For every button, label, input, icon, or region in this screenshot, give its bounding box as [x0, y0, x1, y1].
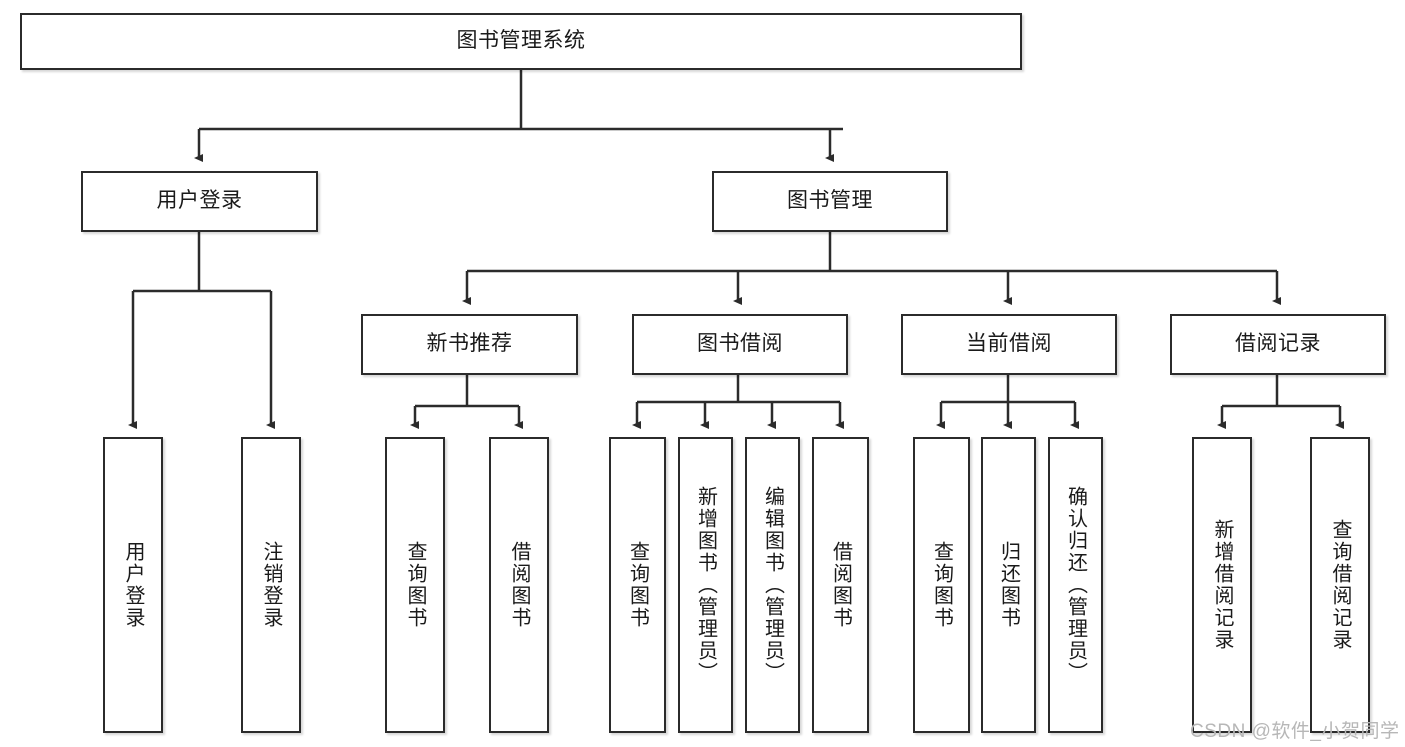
leaf-new-book-2-label: 借阅图书 — [508, 541, 530, 629]
node-book-borrow[interactable]: 图书借阅 — [632, 314, 848, 375]
leaf-book-borrow-3[interactable]: 编辑图书（管理员） — [745, 437, 800, 733]
leaf-user-login-1-label: 用户登录 — [122, 541, 144, 629]
node-book-management[interactable]: 图书管理 — [712, 171, 948, 232]
node-borrow-record-label: 借阅记录 — [1235, 332, 1321, 356]
node-new-book-recommend-label: 新书推荐 — [426, 332, 513, 356]
leaf-current-borrow-1[interactable]: 查询图书 — [913, 437, 970, 733]
leaf-book-borrow-1[interactable]: 查询图书 — [609, 437, 666, 733]
leaf-current-borrow-1-label: 查询图书 — [930, 541, 953, 629]
leaf-current-borrow-2[interactable]: 归还图书 — [981, 437, 1036, 733]
leaf-book-borrow-4[interactable]: 借阅图书 — [812, 437, 869, 733]
node-borrow-record[interactable]: 借阅记录 — [1170, 314, 1386, 375]
leaf-borrow-record-2-label: 查询借阅记录 — [1329, 519, 1351, 651]
node-current-borrow[interactable]: 当前借阅 — [901, 314, 1117, 375]
node-book-management-label: 图书管理 — [787, 189, 873, 213]
node-current-borrow-label: 当前借阅 — [966, 332, 1052, 356]
leaf-user-login-2-label: 注销登录 — [260, 541, 282, 629]
leaf-user-login-2[interactable]: 注销登录 — [241, 437, 301, 733]
leaf-current-borrow-3[interactable]: 确认归还（管理员） — [1048, 437, 1103, 733]
node-user-login[interactable]: 用户登录 — [81, 171, 318, 232]
leaf-book-borrow-3-label: 编辑图书（管理员） — [761, 486, 784, 684]
node-root[interactable]: 图书管理系统 — [20, 13, 1022, 70]
leaf-borrow-record-1[interactable]: 新增借阅记录 — [1192, 437, 1252, 733]
node-book-borrow-label: 图书借阅 — [697, 332, 783, 356]
leaf-book-borrow-4-label: 借阅图书 — [829, 541, 852, 629]
leaf-borrow-record-2[interactable]: 查询借阅记录 — [1310, 437, 1370, 733]
leaf-current-borrow-3-label: 确认归还（管理员） — [1064, 486, 1087, 684]
watermark-text: CSDN @软件_小贺同学 — [1190, 721, 1400, 742]
leaf-book-borrow-2-label: 新增图书（管理员） — [694, 486, 717, 684]
leaf-user-login-1[interactable]: 用户登录 — [103, 437, 163, 733]
leaf-book-borrow-2[interactable]: 新增图书（管理员） — [678, 437, 733, 733]
leaf-borrow-record-1-label: 新增借阅记录 — [1211, 519, 1233, 651]
leaf-current-borrow-2-label: 归还图书 — [997, 541, 1020, 629]
leaf-new-book-1[interactable]: 查询图书 — [385, 437, 445, 733]
leaf-new-book-1-label: 查询图书 — [404, 541, 426, 629]
node-user-login-label: 用户登录 — [156, 189, 243, 213]
leaf-new-book-2[interactable]: 借阅图书 — [489, 437, 549, 733]
leaf-book-borrow-1-label: 查询图书 — [626, 541, 649, 629]
node-new-book-recommend[interactable]: 新书推荐 — [361, 314, 578, 375]
node-root-label: 图书管理系统 — [456, 29, 586, 53]
